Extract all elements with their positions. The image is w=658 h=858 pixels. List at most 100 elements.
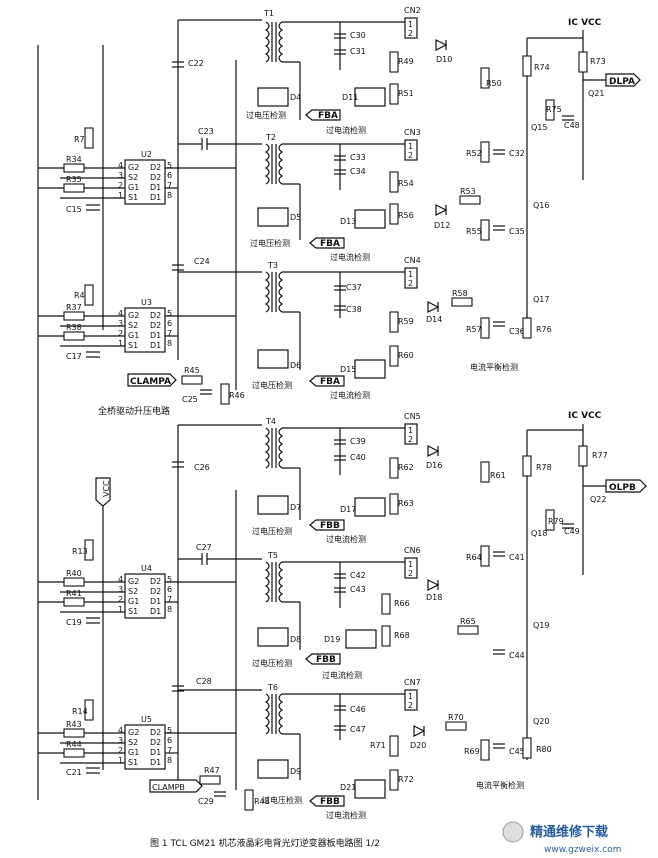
coupling-caps: C22 C23 C24 C26 C27 C28: [172, 59, 262, 692]
svg-text:R35: R35: [66, 175, 82, 184]
svg-text:C46: C46: [350, 705, 366, 714]
svg-text:R46: R46: [229, 391, 245, 400]
svg-text:7: 7: [167, 181, 172, 190]
svg-text:R4: R4: [74, 291, 85, 300]
svg-text:G1: G1: [128, 183, 139, 192]
svg-text:8: 8: [167, 756, 172, 765]
svg-text:CLAMPB: CLAMPB: [152, 783, 185, 792]
svg-text:1: 1: [118, 605, 123, 614]
svg-text:R58: R58: [452, 289, 468, 298]
svg-text:D7: D7: [290, 503, 301, 512]
svg-text:2: 2: [408, 279, 413, 288]
svg-text:D2: D2: [150, 173, 161, 182]
svg-text:G1: G1: [128, 748, 139, 757]
svg-text:C49: C49: [564, 527, 580, 536]
svg-text:S2: S2: [128, 321, 138, 330]
svg-text:FBB: FBB: [316, 655, 336, 665]
svg-text:C27: C27: [196, 543, 212, 552]
svg-text:C29: C29: [198, 797, 214, 806]
svg-text:R66: R66: [394, 599, 410, 608]
svg-text:R73: R73: [590, 57, 606, 66]
svg-text:R44: R44: [66, 740, 82, 749]
svg-text:5: 5: [167, 161, 172, 170]
svg-text:D2: D2: [150, 163, 161, 172]
svg-text:1: 1: [408, 426, 413, 435]
svg-text:1: 1: [408, 20, 413, 29]
svg-text:R76: R76: [536, 325, 552, 334]
svg-text:C41: C41: [509, 553, 525, 562]
svg-text:R75: R75: [546, 105, 562, 114]
svg-text:CN7: CN7: [404, 678, 421, 687]
svg-text:D2: D2: [150, 311, 161, 320]
svg-text:8: 8: [167, 605, 172, 614]
ic-ref: U2: [141, 150, 152, 159]
svg-text:7: 7: [167, 329, 172, 338]
svg-text:5: 5: [167, 309, 172, 318]
svg-text:R55: R55: [466, 227, 482, 236]
svg-text:R64: R64: [466, 553, 482, 562]
svg-text:R7: R7: [74, 135, 85, 144]
svg-text:D1: D1: [150, 758, 161, 767]
svg-text:IC VCC: IC VCC: [568, 411, 602, 421]
svg-text:C24: C24: [194, 257, 210, 266]
svg-text:S1: S1: [128, 341, 138, 350]
svg-text:过电流检测: 过电流检测: [330, 252, 370, 262]
svg-text:FBB: FBB: [320, 797, 340, 807]
left-resistors: R7 R34 R35 R4 R37 R38 R13 R40 R41 R14 R4…: [63, 127, 94, 758]
left-capacitors: C15 C17 C19 C21: [66, 204, 100, 777]
svg-text:R45: R45: [184, 366, 200, 375]
secondary-wiring: [282, 21, 405, 780]
svg-text:2: 2: [408, 151, 413, 160]
svg-text:T6: T6: [267, 683, 278, 692]
svg-text:R41: R41: [66, 589, 82, 598]
svg-text:R43: R43: [66, 720, 82, 729]
svg-text:DLPA: DLPA: [609, 77, 635, 87]
svg-text:Q22: Q22: [590, 495, 606, 504]
svg-text:C44: C44: [509, 651, 525, 660]
svg-text:R53: R53: [460, 187, 476, 196]
svg-text:Q18: Q18: [531, 529, 547, 538]
transformer-t3: T3: [264, 261, 284, 313]
svg-text:R63: R63: [398, 499, 414, 508]
svg-text:C17: C17: [66, 352, 82, 361]
svg-text:FBB: FBB: [320, 521, 340, 531]
svg-text:CLAMPA: CLAMPA: [130, 377, 171, 387]
svg-text:D6: D6: [290, 361, 301, 370]
svg-text:Q19: Q19: [533, 621, 549, 630]
svg-text:D2: D2: [150, 738, 161, 747]
svg-text:S1: S1: [128, 193, 138, 202]
watermark-logo-icon: [502, 821, 524, 843]
signal-diodes: D10 D12 D14 D16 D18 D20: [410, 39, 452, 750]
svg-text:C45: C45: [509, 747, 525, 756]
svg-text:R74: R74: [534, 63, 550, 72]
svg-text:D20: D20: [410, 741, 426, 750]
svg-text:C34: C34: [350, 167, 366, 176]
ic-ref: U5: [141, 715, 152, 724]
svg-text:R56: R56: [398, 211, 414, 220]
svg-text:R14: R14: [72, 707, 88, 716]
svg-text:D2: D2: [150, 728, 161, 737]
svg-text:R52: R52: [466, 149, 482, 158]
svg-text:R72: R72: [398, 775, 414, 784]
svg-text:G1: G1: [128, 331, 139, 340]
svg-text:C25: C25: [182, 395, 198, 404]
svg-text:R47: R47: [204, 766, 220, 775]
svg-text:S2: S2: [128, 587, 138, 596]
svg-text:C15: C15: [66, 205, 82, 214]
svg-text:1: 1: [408, 692, 413, 701]
svg-text:过电压检测: 过电压检测: [252, 526, 292, 536]
svg-text:C39: C39: [350, 437, 366, 446]
svg-text:G2: G2: [128, 577, 139, 586]
transformer-t2: T2: [264, 133, 284, 185]
svg-text:2: 2: [118, 329, 123, 338]
svg-text:D8: D8: [290, 635, 301, 644]
svg-text:R57: R57: [466, 325, 482, 334]
svg-text:D1: D1: [150, 183, 161, 192]
svg-text:7: 7: [167, 746, 172, 755]
svg-text:4: 4: [118, 161, 123, 170]
svg-text:D12: D12: [434, 221, 450, 230]
svg-text:电流平衡检测: 电流平衡检测: [476, 780, 524, 790]
svg-text:3: 3: [118, 171, 123, 180]
